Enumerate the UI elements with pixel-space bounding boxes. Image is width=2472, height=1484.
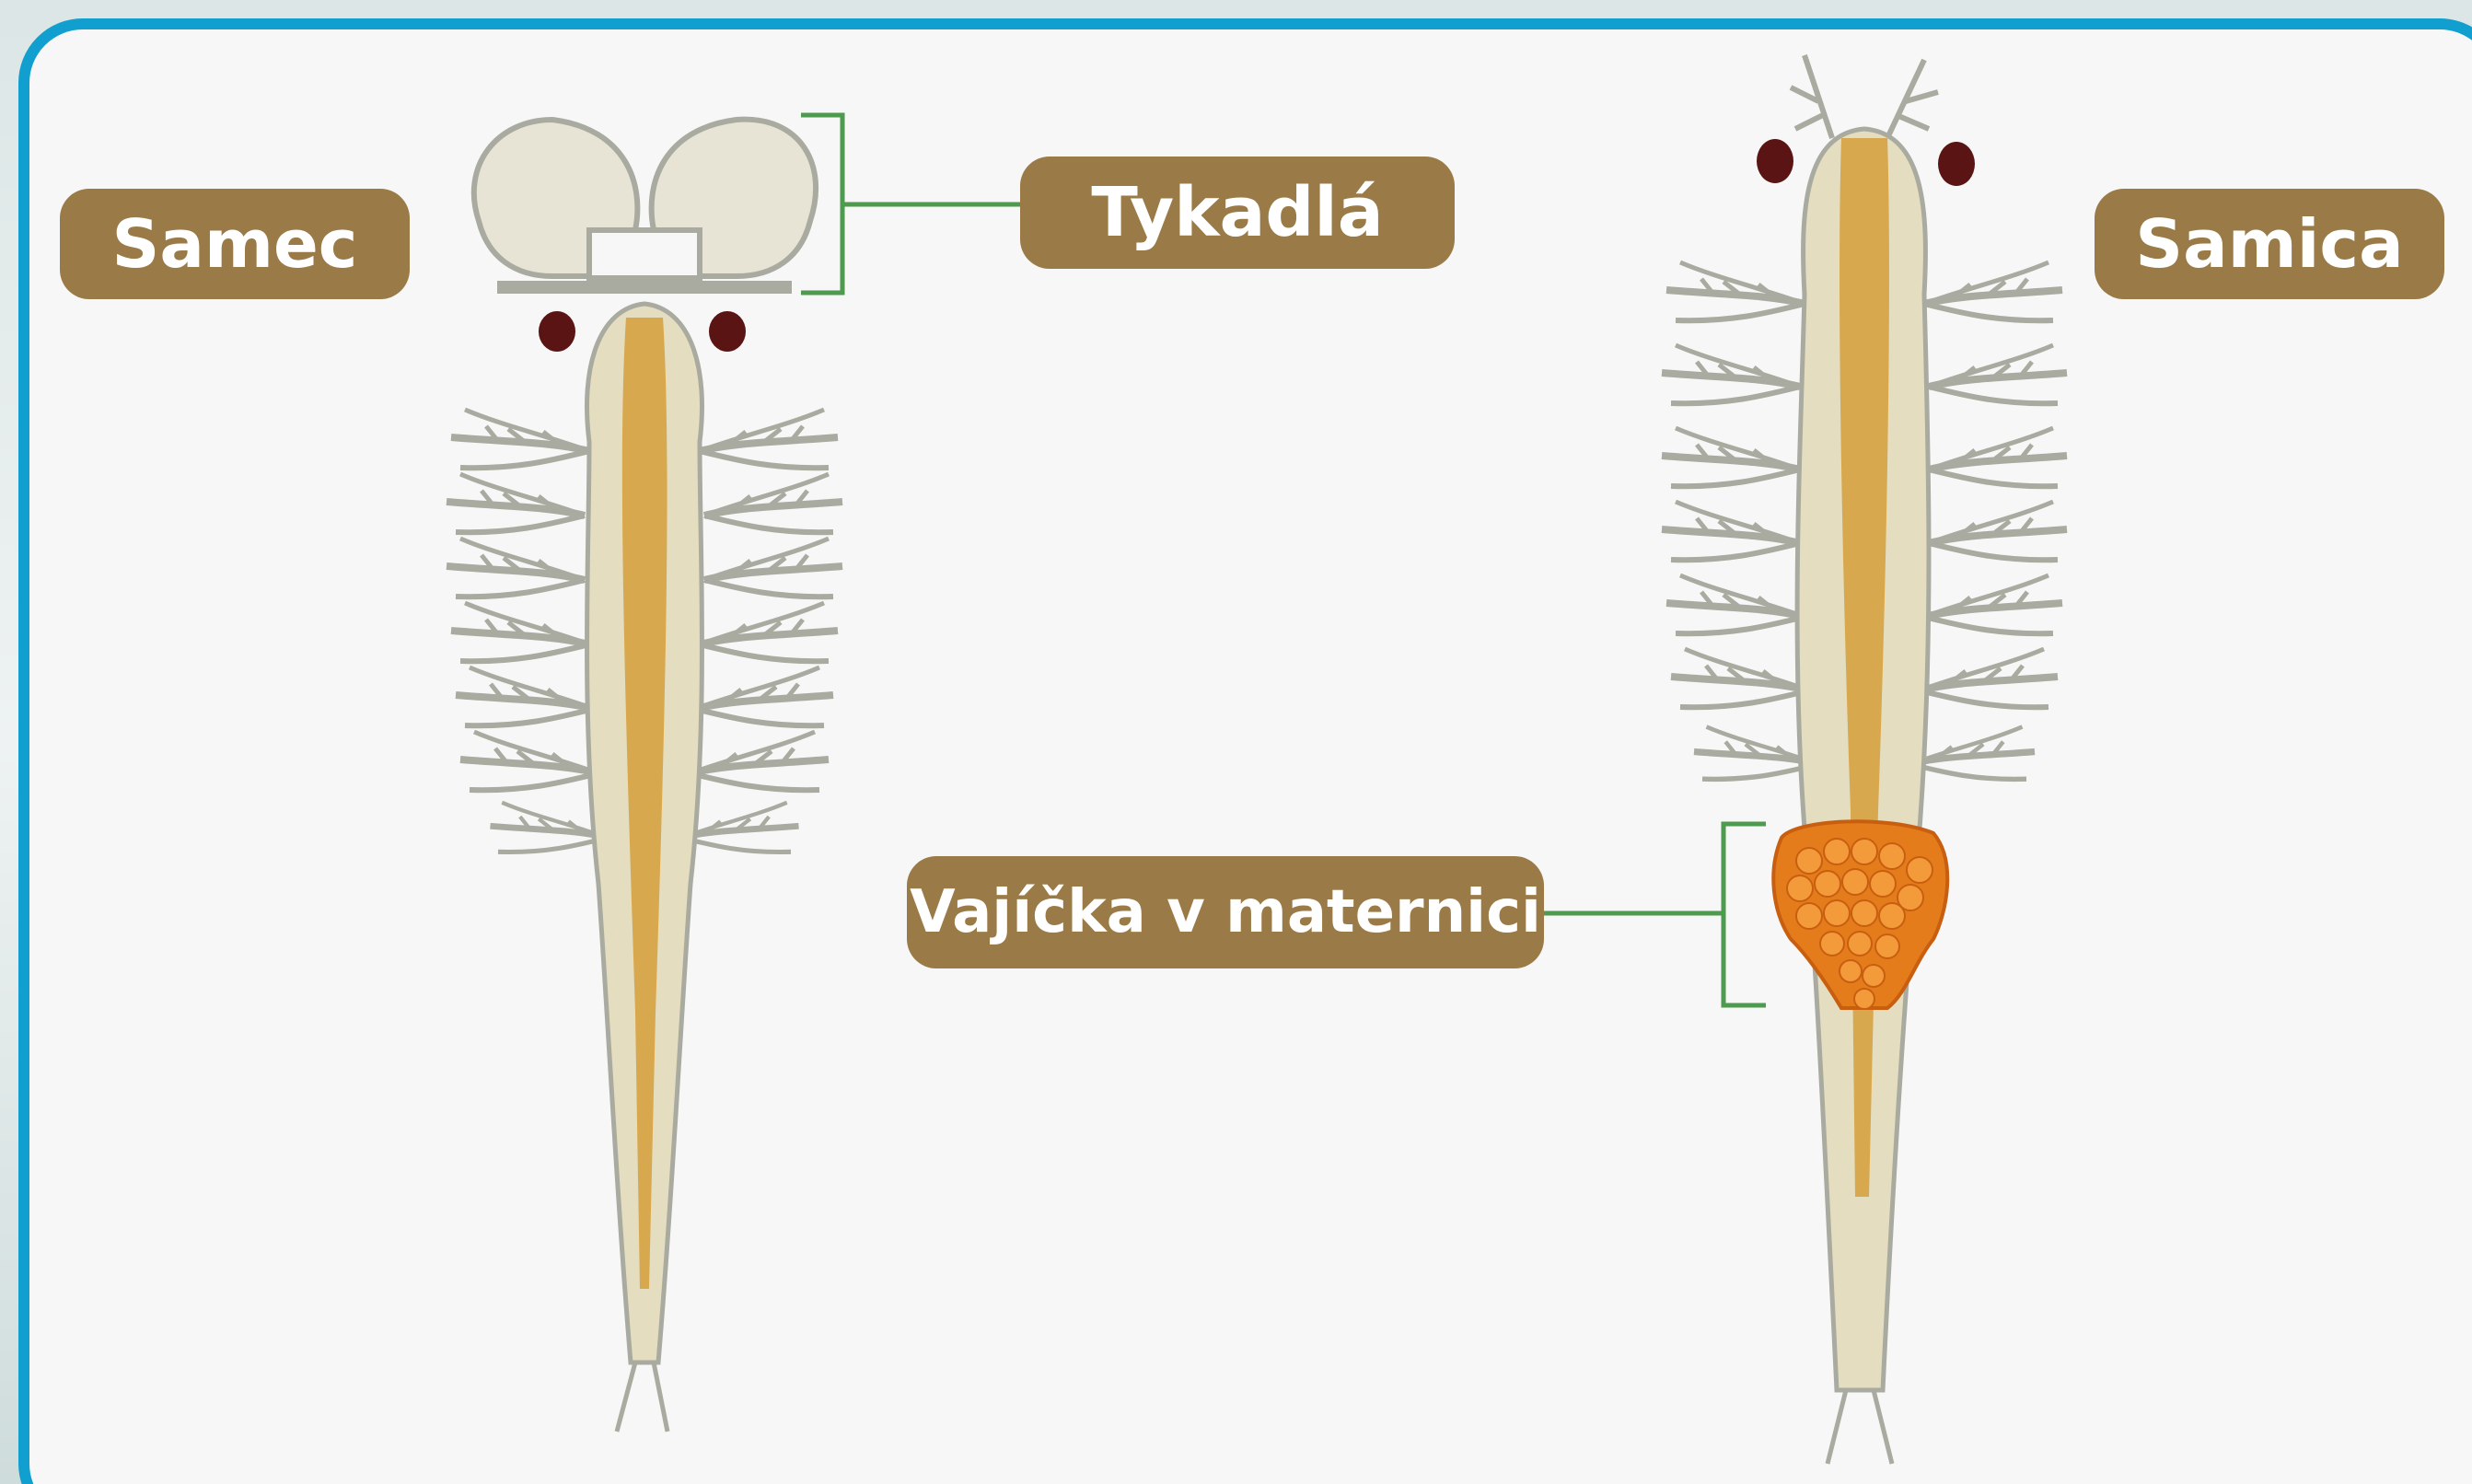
- label-eggs-in-uterus: Vajíčka v maternici: [907, 856, 1544, 968]
- female-shrimp: [1662, 55, 2067, 1464]
- antennae-leader: [801, 115, 1020, 293]
- male-antennae: [474, 120, 816, 287]
- eggs-leader: [1544, 824, 1766, 1005]
- female-eye-right: [1938, 142, 1975, 186]
- label-female: Samica: [2095, 189, 2444, 299]
- female-antennae: [1791, 55, 1938, 138]
- male-shrimp: [447, 120, 842, 1432]
- male-eye-left: [539, 311, 575, 352]
- label-antennae: Tykadlá: [1020, 157, 1455, 269]
- label-male: Samec: [60, 189, 410, 299]
- male-eye-right: [709, 311, 746, 352]
- female-eye-left: [1757, 139, 1793, 183]
- egg-sac: [1773, 821, 1947, 1009]
